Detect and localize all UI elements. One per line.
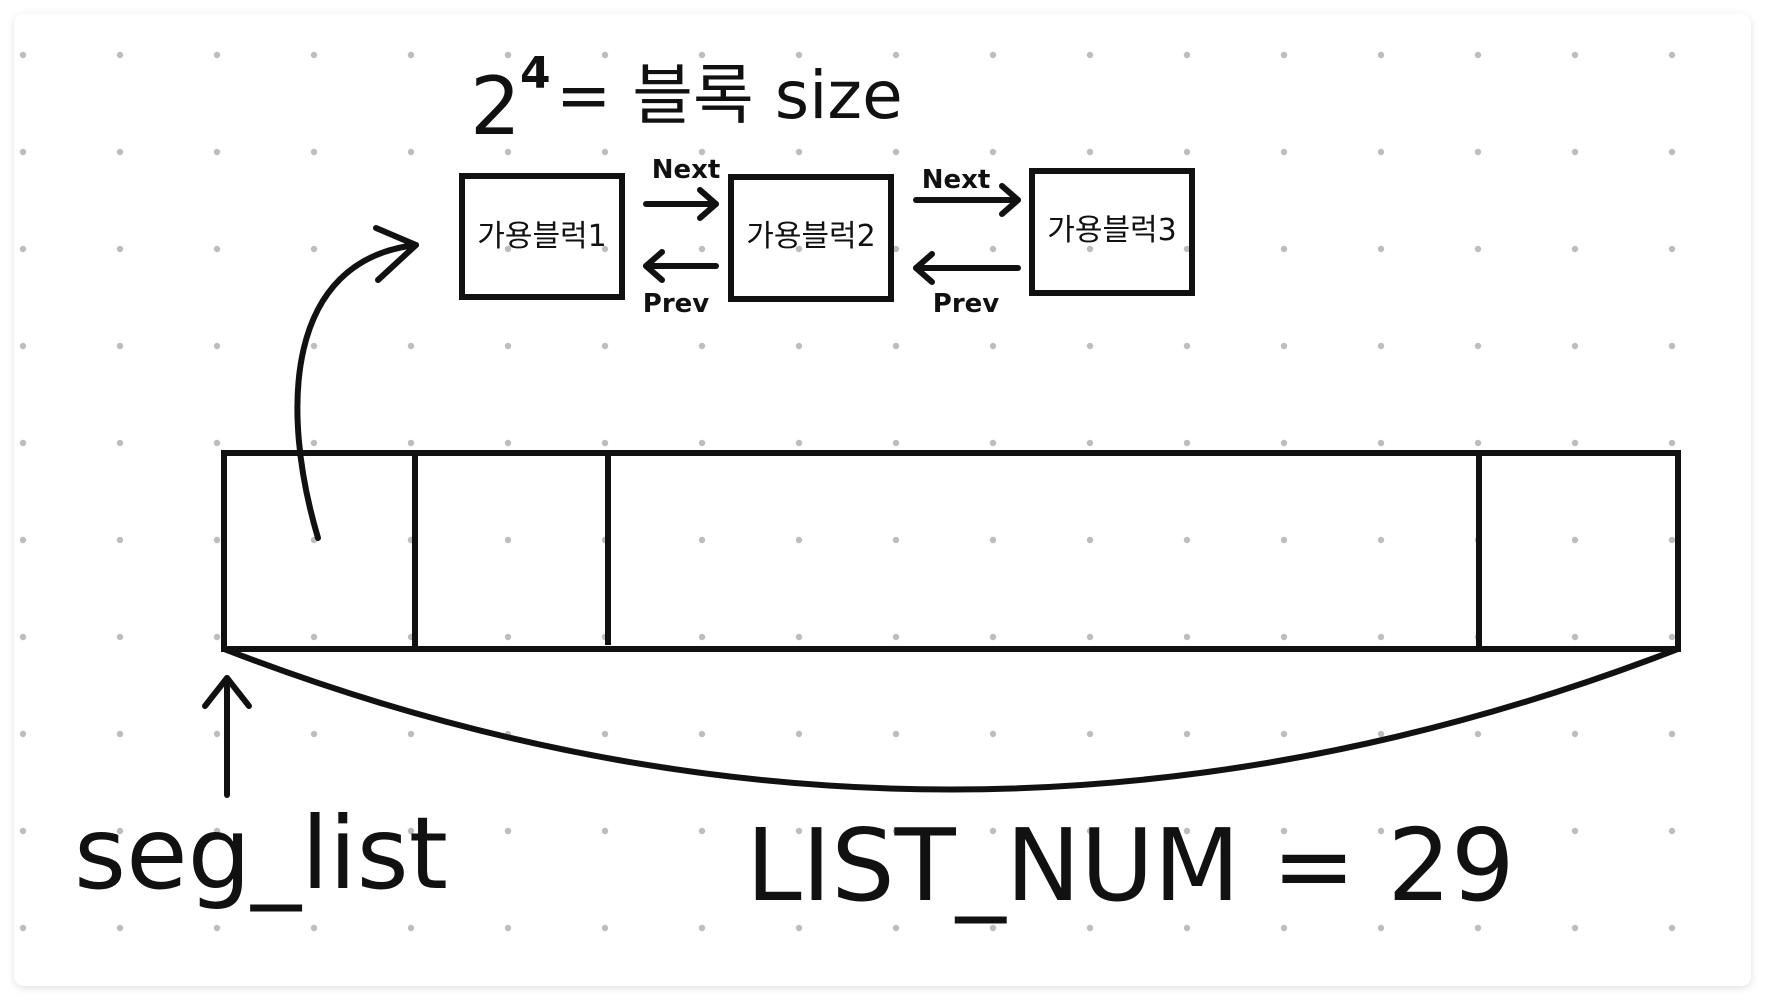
title-base: 2 bbox=[470, 60, 521, 153]
prev-label-2: Prev bbox=[933, 289, 1000, 319]
free-block-3-box bbox=[1029, 168, 1195, 296]
free-block-3-label: 가용블럭3 bbox=[1047, 213, 1177, 248]
curved-pointer-arrow bbox=[294, 225, 419, 541]
dot-grid bbox=[14, 14, 1751, 986]
next-arrow-1 bbox=[643, 187, 719, 221]
free-block-3: 가용블럭3 bbox=[1029, 168, 1195, 296]
title-text: = 블록 size bbox=[556, 57, 903, 134]
free-block-1-label: 가용블럭1 bbox=[477, 219, 607, 254]
title-exponent: 4 bbox=[520, 48, 551, 99]
seg-list-label: seg_list bbox=[74, 795, 448, 912]
list-num-label: LIST_NUM = 29 bbox=[746, 807, 1515, 924]
seg-list-up-arrow bbox=[202, 675, 252, 798]
prev-label-1: Prev bbox=[643, 289, 710, 319]
length-brace bbox=[221, 646, 1681, 793]
free-block-2-box bbox=[728, 174, 894, 302]
prev-arrow-2 bbox=[913, 251, 1021, 285]
free-block-1: 가용블럭1 bbox=[459, 173, 625, 300]
next-label-1: Next bbox=[652, 155, 721, 185]
next-label-2: Next bbox=[922, 165, 991, 195]
next-arrow-2 bbox=[913, 183, 1021, 217]
free-block-1-box bbox=[459, 173, 625, 300]
prev-arrow-1 bbox=[643, 249, 719, 283]
free-block-2: 가용블럭2 bbox=[728, 174, 894, 302]
seg-list-outline bbox=[221, 450, 1681, 652]
free-block-2-label: 가용블럭2 bbox=[746, 219, 876, 254]
seg-list-array bbox=[221, 450, 1681, 652]
